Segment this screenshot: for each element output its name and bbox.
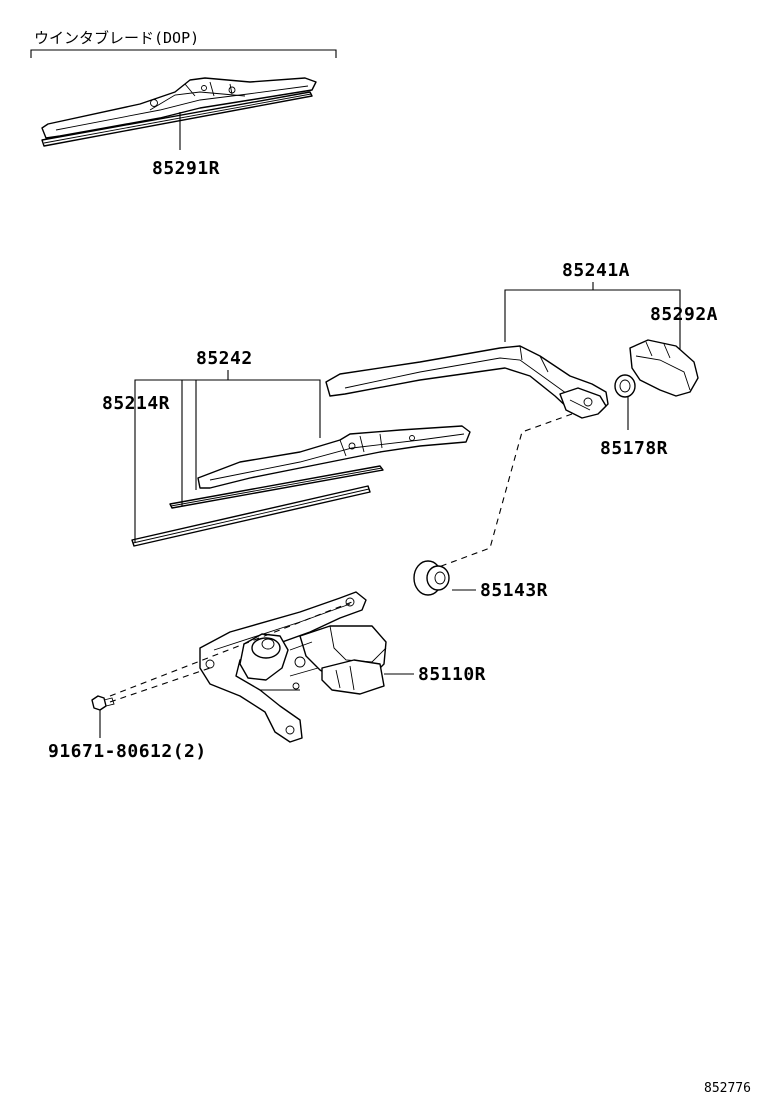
diagram-ref-code: 852776	[704, 1081, 751, 1096]
blade-rubber[interactable]	[131, 485, 371, 547]
label-85110R[interactable]: 85110R	[418, 664, 486, 685]
label-85241A[interactable]: 85241A	[562, 260, 630, 281]
label-85214R[interactable]: 85214R	[102, 393, 170, 414]
label-91671-80612[interactable]: 91671-80612(2)	[48, 741, 207, 762]
arm-cap[interactable]	[629, 339, 699, 397]
label-85242[interactable]: 85242	[196, 348, 253, 369]
dop-header-label: ウインタブレード(DOP)	[34, 29, 199, 47]
wiper-arm[interactable]	[325, 345, 609, 419]
wiper-blade[interactable]	[169, 425, 471, 509]
winter-blade[interactable]	[41, 77, 317, 147]
wiper-motor[interactable]	[199, 591, 387, 743]
label-85291R[interactable]: 85291R	[152, 158, 220, 179]
label-85178R[interactable]: 85178R	[600, 438, 668, 459]
assembly-line-arm	[435, 413, 573, 569]
grommet[interactable]	[413, 560, 450, 596]
arm-nut[interactable]	[614, 374, 636, 398]
label-85292A[interactable]: 85292A	[650, 304, 718, 325]
label-85143R[interactable]: 85143R	[480, 580, 548, 601]
dop-group: ウインタブレード(DOP)	[30, 29, 337, 58]
bolt[interactable]	[91, 695, 115, 711]
dop-bracket	[30, 49, 337, 58]
assembly-line-bolt-lower	[109, 667, 211, 703]
